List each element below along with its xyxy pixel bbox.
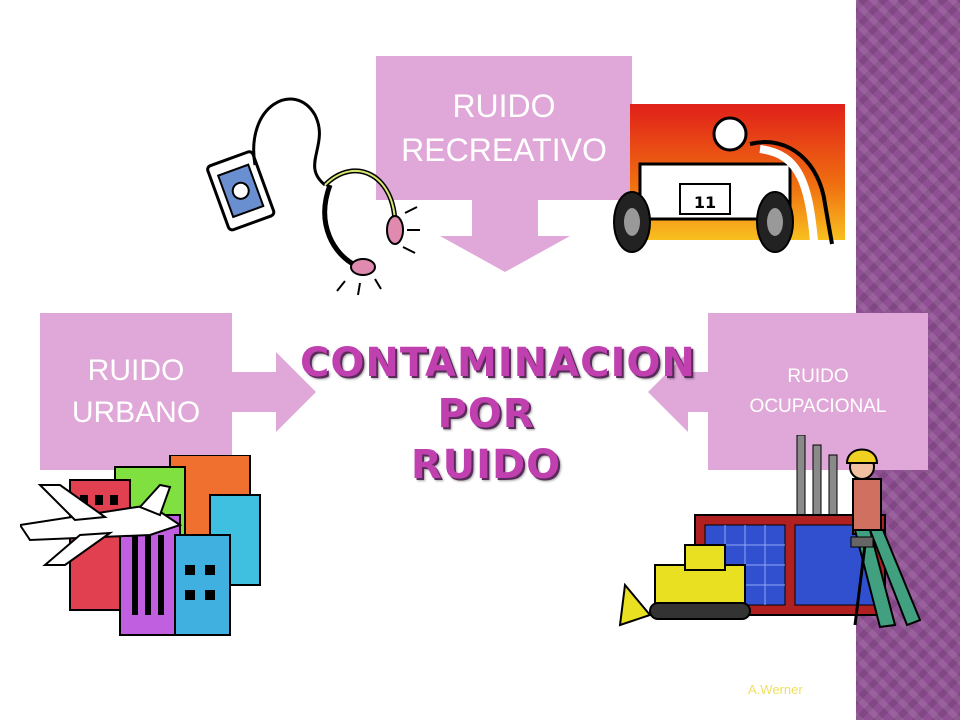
author-credit: A.Werner [748,682,803,697]
headphones-player-clipart [206,97,420,296]
down-arrow [440,196,570,272]
recreational-noise-box: RUIDO RECREATIVO [376,56,632,200]
factory-worker-clipart [618,435,922,629]
race-car-clipart: 11 [613,104,845,255]
urban-noise-box: RUIDO URBANO [40,313,232,470]
left-arrow [648,352,712,432]
main-title: CONTAMINACION POR RUIDO [300,340,696,488]
occupational-noise-box: RUIDO OCUPACIONAL [708,313,928,470]
right-arrow [228,352,316,432]
svg-text:11: 11 [694,193,716,212]
city-airplane-clipart [20,455,261,636]
